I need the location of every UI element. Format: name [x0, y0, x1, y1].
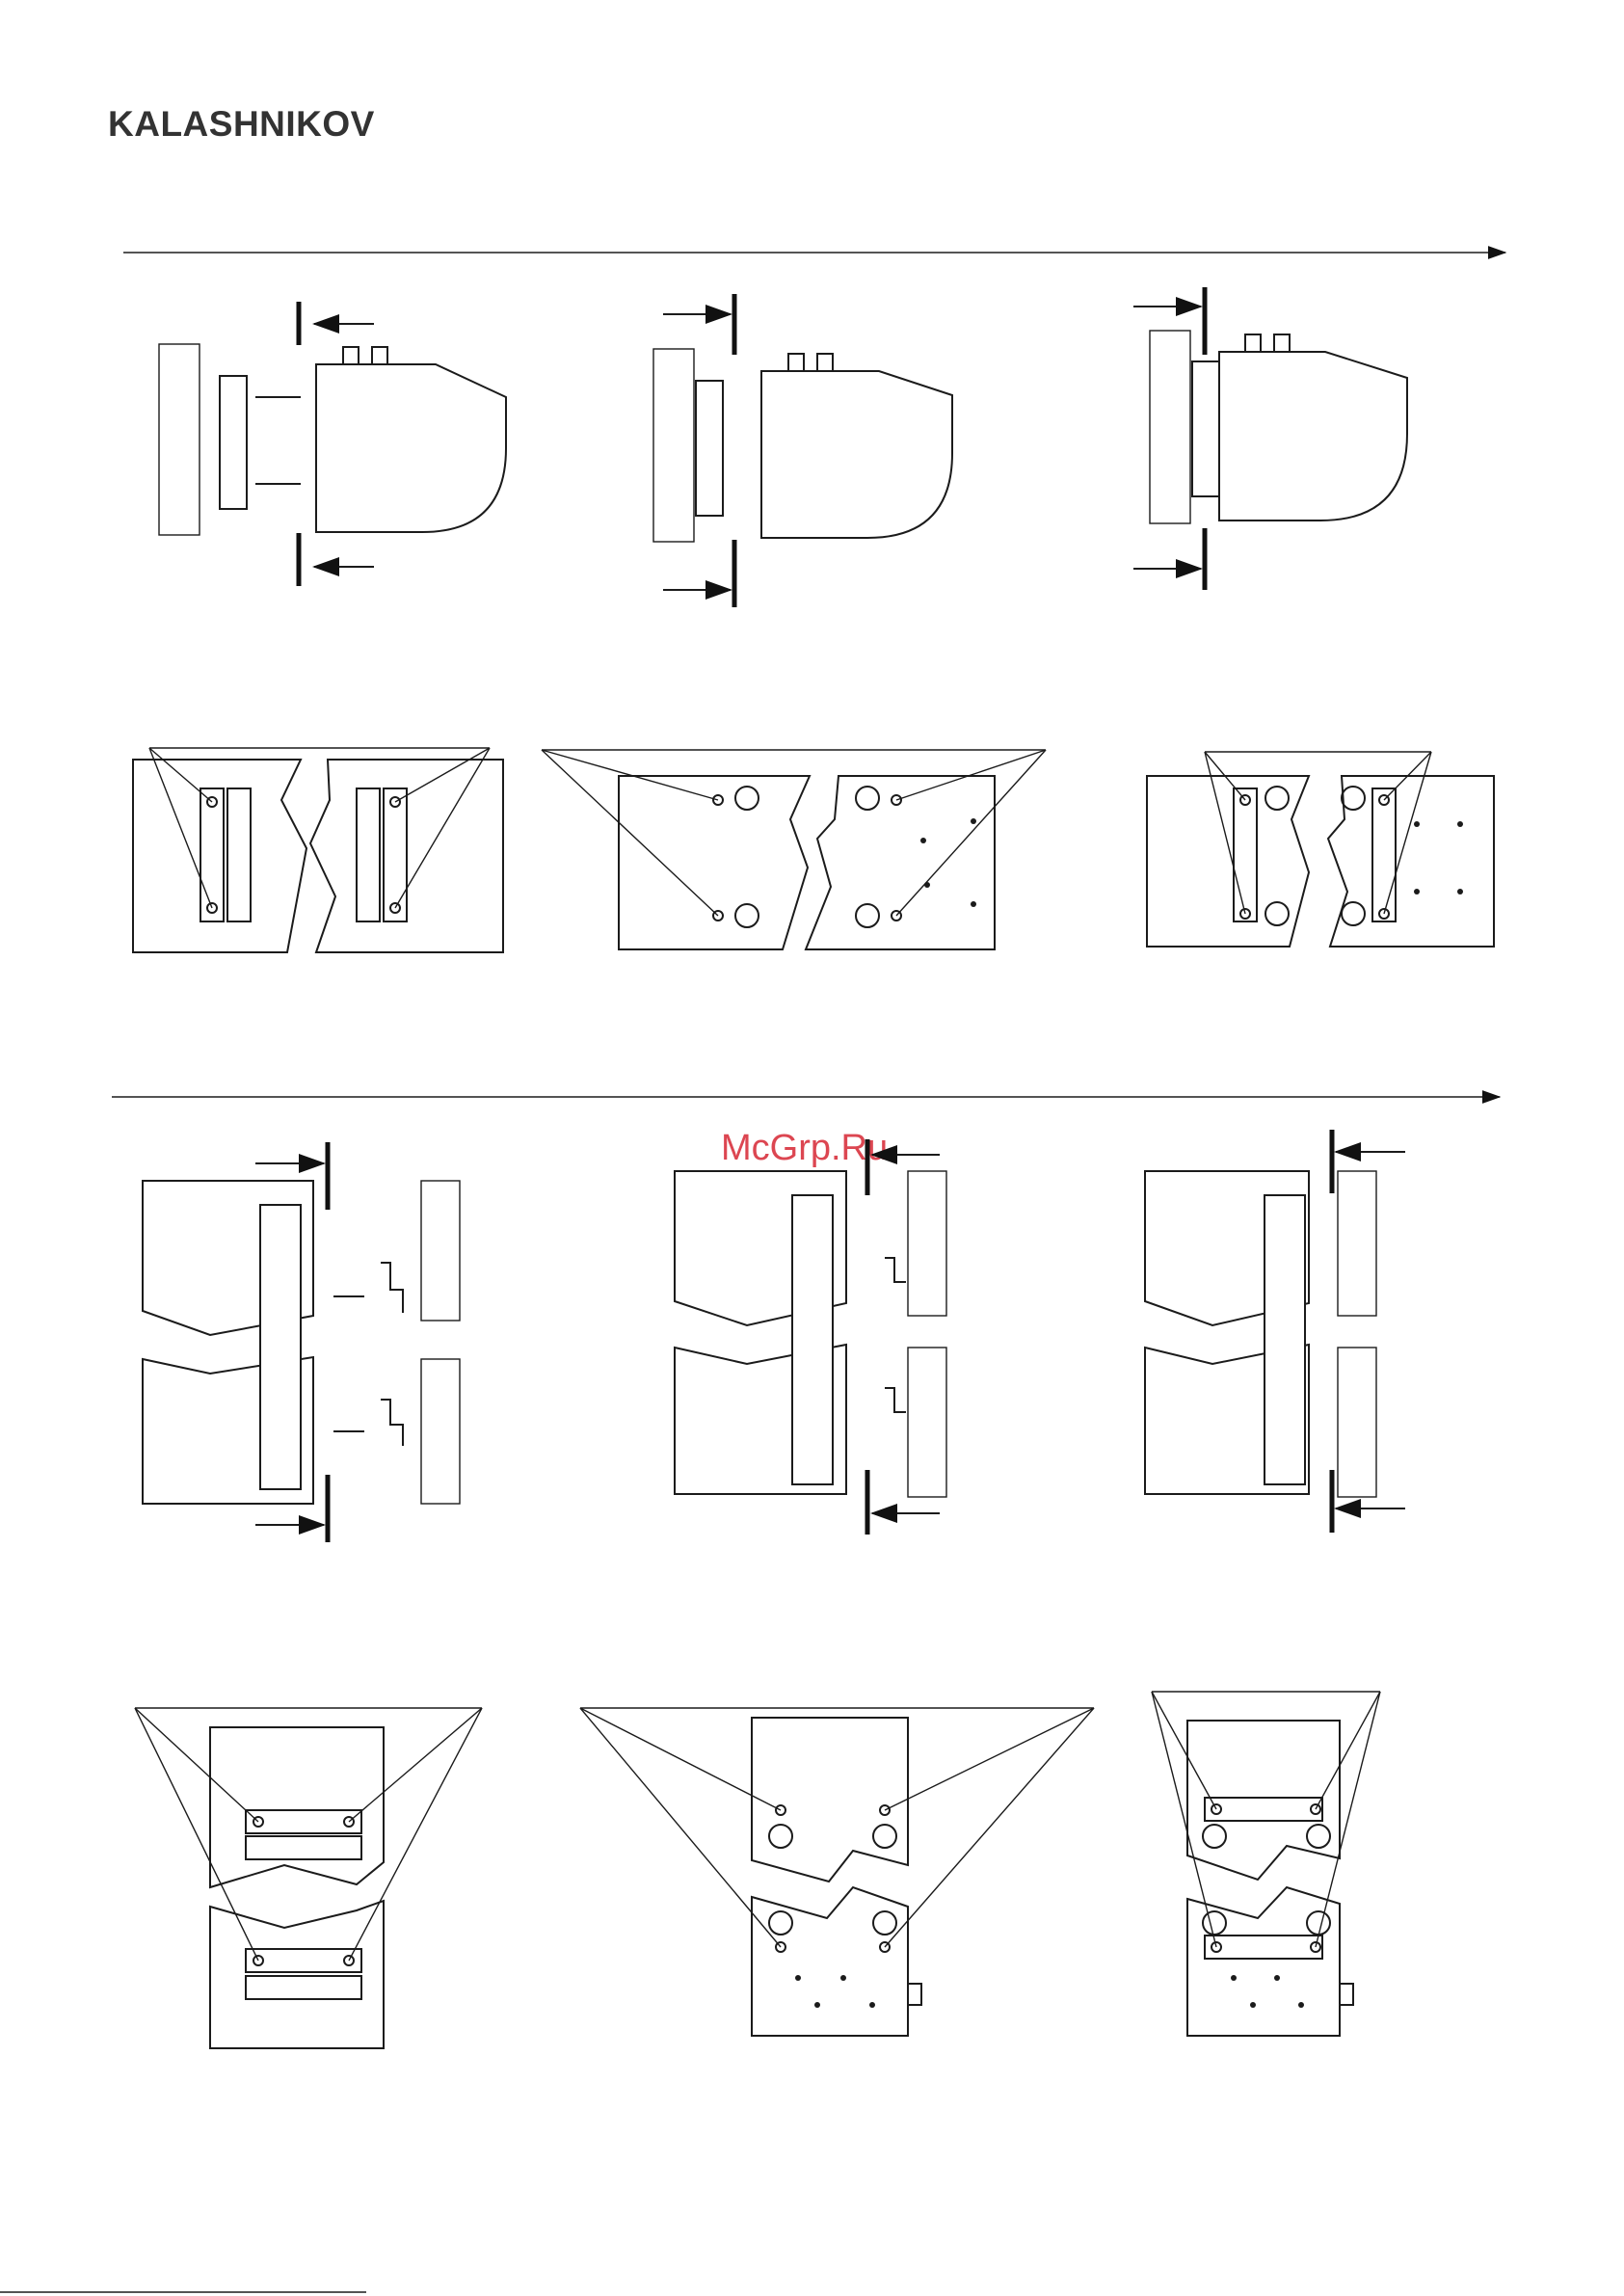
wall-hatch: [1150, 331, 1190, 523]
wall-hatch: [159, 344, 200, 535]
unit-body: [316, 364, 506, 532]
mounting-bracket: [357, 788, 380, 921]
unit-body: [1219, 352, 1407, 521]
wall-hatch: [908, 1171, 946, 1316]
mounting-bracket: [1205, 1798, 1322, 1821]
step-6-rear-view: [1152, 1692, 1380, 2036]
wall-hatch: [421, 1359, 460, 1504]
wall-hatch: [908, 1348, 946, 1497]
mounting-bracket: [1234, 788, 1257, 921]
wall-hatch: [421, 1181, 460, 1321]
step-5-rear-view: [580, 1708, 1094, 2036]
wall-hatch: [1338, 1171, 1376, 1316]
step-4-rear-view: [135, 1708, 482, 2048]
fan-grille: [1265, 1195, 1305, 1484]
unit-body: [761, 371, 952, 538]
step-1-side-view: [159, 302, 506, 586]
mounting-bracket: [381, 1263, 403, 1313]
step-3-rear-view: [1147, 752, 1494, 947]
step-3-side-view: [1133, 287, 1407, 590]
step-1-rear-view: [133, 748, 503, 952]
mounting-bracket: [696, 381, 723, 516]
mounting-bracket: [885, 1258, 906, 1282]
mounting-bracket: [220, 376, 247, 509]
mounting-bracket: [1372, 788, 1396, 921]
mounting-bracket: [1192, 361, 1219, 496]
wall-hatch: [653, 349, 694, 542]
mounting-bracket: [885, 1388, 906, 1412]
fan-grille: [260, 1205, 301, 1489]
step-2-side-view: [653, 294, 952, 607]
step-4-side-view: [143, 1142, 460, 1542]
step-5-side-view: [675, 1139, 946, 1535]
mounting-bracket: [381, 1400, 403, 1446]
step-2-rear-view: [542, 750, 1046, 949]
step-6-side-view: [1145, 1130, 1405, 1533]
mounting-bracket: [1205, 1936, 1322, 1959]
wall-hatch: [1338, 1348, 1376, 1497]
mounting-bracket: [200, 788, 224, 921]
fan-grille: [792, 1195, 833, 1484]
